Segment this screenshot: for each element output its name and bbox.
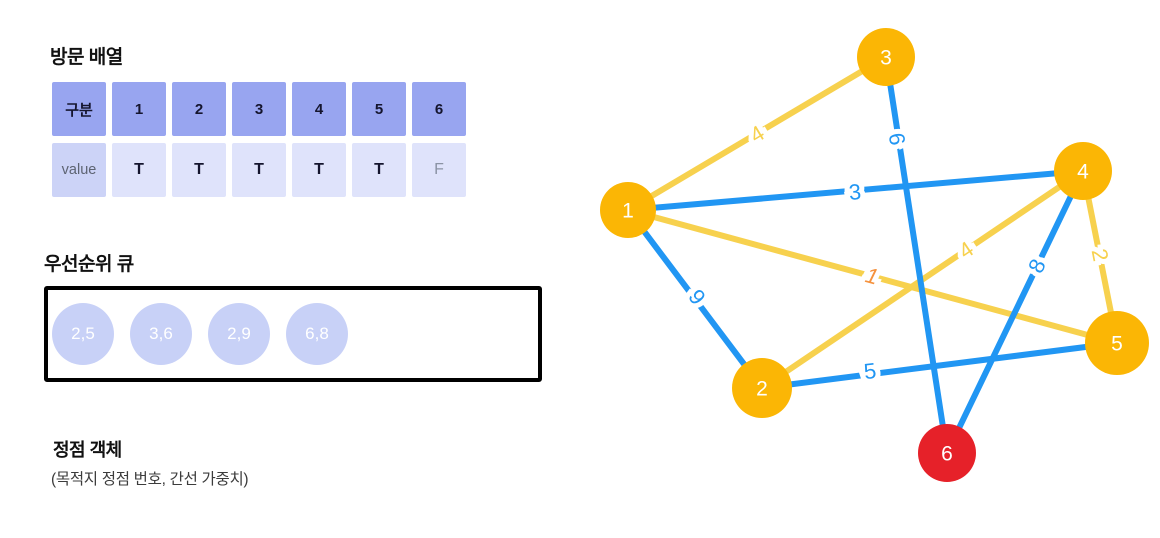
visit-array-value-cell: T (352, 143, 406, 197)
visit-array-header-cell: 3 (232, 82, 286, 136)
queue-item: 6,8 (286, 303, 348, 365)
visit-array-header-cell: 1 (112, 82, 166, 136)
edge-weight-label-3-6: 6 (884, 131, 911, 147)
visit-array-title: 방문 배열 (50, 47, 123, 68)
visit-array-corner-cell: 구분 (52, 82, 106, 136)
graph-edge-4-6 (944, 168, 1086, 456)
graph-edge-2-5 (759, 340, 1120, 391)
queue-item: 2,5 (52, 303, 114, 365)
graph-node-5 (1085, 311, 1149, 375)
edge-weight-label-1-3: 4 (745, 120, 768, 148)
visit-array-value-cell: T (292, 143, 346, 197)
graph-node-6 (918, 424, 976, 482)
graph-node-1 (600, 182, 656, 238)
graph-edge-1-3 (625, 54, 889, 213)
vertex-object-subtitle: (목적지 정점 번호, 간선 가중치) (51, 471, 249, 488)
graph-node-label-5: 5 (1111, 333, 1123, 356)
edge-weight-label-2-4: 4 (954, 236, 978, 264)
visit-array-header-cell: 2 (172, 82, 226, 136)
visit-array-row-label: value (52, 143, 106, 197)
graph-node-2 (732, 358, 792, 418)
edge-weight-label-4-6: 8 (1023, 255, 1051, 277)
graph-node-label-1: 1 (622, 200, 634, 223)
visit-array-header-cell: 6 (412, 82, 466, 136)
graph-node-label-3: 3 (880, 47, 892, 70)
graph-node-3 (857, 28, 915, 86)
queue-item: 2,9 (208, 303, 270, 365)
edge-weight-label-2-5: 5 (862, 358, 877, 384)
graph-edge-1-4 (625, 168, 1086, 213)
vertex-object-title: 정점 객체 (53, 440, 122, 460)
visit-array-header-cell: 5 (352, 82, 406, 136)
visit-array-header-cell: 4 (292, 82, 346, 136)
visit-array-value-cell: T (172, 143, 226, 197)
priority-queue-box: 2,5 3,6 2,9 6,8 (44, 286, 542, 382)
graph-node-label-2: 2 (756, 378, 768, 401)
priority-queue-title: 우선순위 큐 (44, 254, 134, 275)
visit-array-value-cell: T (112, 143, 166, 197)
edge-weight-label-4-5: 2 (1087, 247, 1114, 264)
graph-edge-1-5 (625, 207, 1120, 346)
graph-node-label-6: 6 (941, 443, 953, 466)
graph-edge-3-6 (883, 54, 950, 456)
queue-item: 3,6 (130, 303, 192, 365)
graph-edge-1-2 (625, 207, 765, 391)
visit-array-value-cell: T (232, 143, 286, 197)
graph-node-label-4: 4 (1077, 161, 1089, 184)
graph-node-4 (1054, 142, 1112, 200)
visit-array-value-cell: F (412, 143, 466, 197)
edge-weight-label-1-4: 3 (848, 179, 862, 205)
